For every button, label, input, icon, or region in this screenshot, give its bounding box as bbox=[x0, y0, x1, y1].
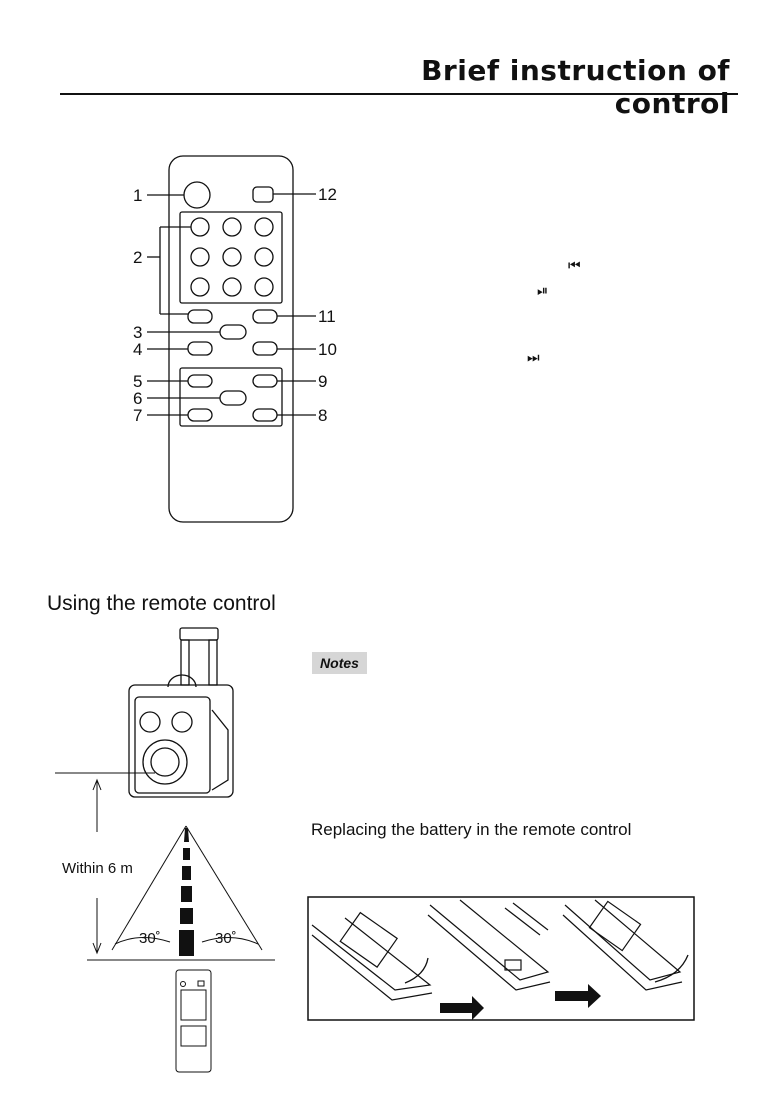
callout-1: 1 bbox=[133, 186, 143, 205]
callout-7: 7 bbox=[133, 406, 143, 425]
callout-4: 4 bbox=[133, 340, 143, 359]
battery-heading: Replacing the battery in the remote cont… bbox=[311, 820, 632, 839]
callout-12: 12 bbox=[318, 185, 337, 204]
play-pause-icon: ⏯ bbox=[537, 283, 549, 299]
range-distance-label: Within 6 m bbox=[62, 860, 133, 877]
section-heading: Using the remote control bbox=[47, 592, 276, 615]
callout-6: 6 bbox=[133, 389, 143, 408]
notes-badge: Notes bbox=[312, 652, 367, 674]
callout-2: 2 bbox=[133, 248, 143, 267]
next-icon: ⏭ bbox=[527, 350, 540, 366]
title-rule bbox=[60, 93, 738, 95]
callout-10: 10 bbox=[318, 340, 337, 359]
callout-5: 5 bbox=[133, 372, 143, 391]
page-title: Brief instruction of control bbox=[421, 54, 730, 120]
angle-left-label: 30˚ bbox=[139, 930, 161, 947]
callout-11: 11 bbox=[318, 307, 336, 326]
callout-8: 8 bbox=[318, 406, 328, 425]
prev-icon: ⏮ bbox=[568, 258, 581, 274]
callout-9: 9 bbox=[318, 372, 328, 391]
angle-right-label: 30˚ bbox=[215, 930, 237, 947]
callout-3: 3 bbox=[133, 323, 143, 342]
